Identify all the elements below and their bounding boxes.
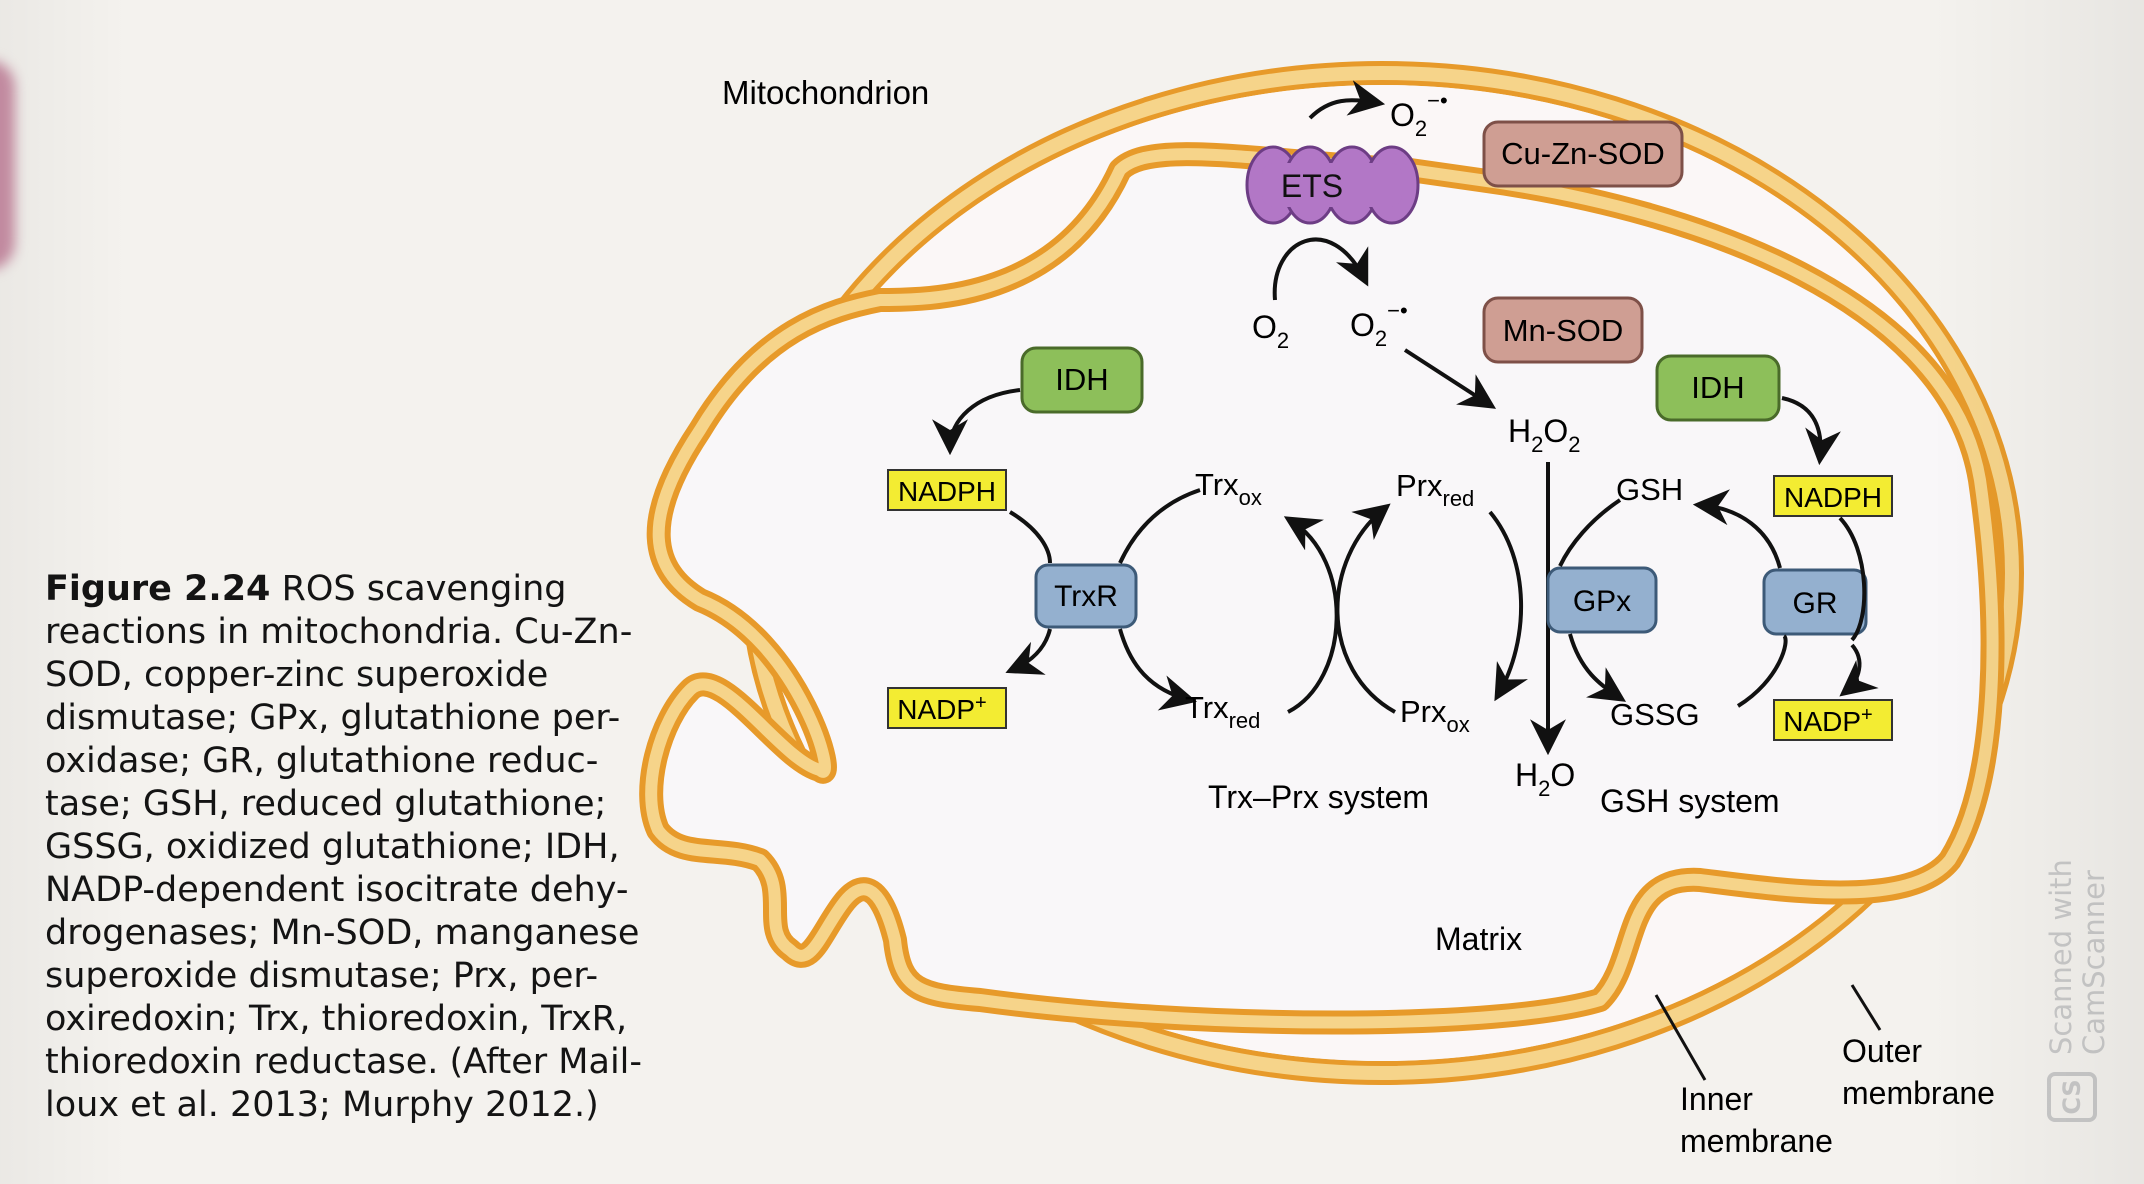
nadph-right-label: NADPH xyxy=(1784,482,1882,513)
idh-left-label: IDH xyxy=(1055,362,1108,397)
matrix-label: Matrix xyxy=(1435,921,1522,957)
watermark-text: Scanned with CamScanner xyxy=(2044,859,2111,1055)
oxygen: O2 xyxy=(1252,309,1289,353)
mn-sod-box: Mn-SOD xyxy=(1482,296,1644,364)
nadph-left-box: NADPH xyxy=(887,469,1007,511)
gpx-label: GPx xyxy=(1573,585,1631,618)
gsh-system-label: GSH system xyxy=(1600,783,1780,819)
prx-ox: Prxox xyxy=(1400,694,1470,737)
mitochondrion-label: Mitochondrion xyxy=(722,74,929,111)
superoxide-outer: O2−• xyxy=(1390,88,1448,141)
nadph-left-label: NADPH xyxy=(898,476,996,507)
trx-red: Trxred xyxy=(1185,690,1260,733)
gr-box: GR xyxy=(1762,568,1868,636)
camscanner-logo-icon: CS xyxy=(2047,1072,2097,1122)
nadp-right-box: NADP+ xyxy=(1773,699,1893,741)
cu-zn-sod-label: Cu-Zn-SOD xyxy=(1501,136,1665,171)
trxr-box: TrxR xyxy=(1034,563,1138,629)
hydrogen-peroxide: H2O2 xyxy=(1508,413,1581,457)
gpx-box: GPx xyxy=(1546,566,1658,634)
figure-label: Figure 2.24 xyxy=(45,569,271,609)
water: H2O xyxy=(1515,757,1575,801)
outer-membrane-label: Outer membrane xyxy=(1842,1033,1995,1111)
nadph-right-box: NADPH xyxy=(1773,475,1893,517)
camscanner-watermark: Scanned with CamScanner CS xyxy=(2044,840,2135,1150)
cu-zn-sod-box: Cu-Zn-SOD xyxy=(1482,120,1684,188)
nadp-left-box: NADP+ xyxy=(887,687,1007,729)
mn-sod-label: Mn-SOD xyxy=(1503,313,1624,348)
prx-red: Prxred xyxy=(1396,468,1474,511)
gsh: GSH xyxy=(1616,472,1683,507)
trx-prx-system-label: Trx–Prx system xyxy=(1208,779,1429,815)
gssg: GSSG xyxy=(1610,697,1700,732)
trxr-label: TrxR xyxy=(1054,580,1118,613)
ets-complex: ETS xyxy=(1245,145,1420,225)
idh-right-label: IDH xyxy=(1691,370,1744,405)
gr-label: GR xyxy=(1793,587,1838,620)
idh-right-box: IDH xyxy=(1655,354,1781,422)
nadp-left-label: NADP+ xyxy=(897,692,986,725)
finger-shadow xyxy=(0,60,15,270)
superoxide-inner: O2−• xyxy=(1350,298,1408,351)
ets-label: ETS xyxy=(1281,168,1343,204)
figure-caption: Figure 2.24 ROS scavenging reactions in … xyxy=(45,568,645,1127)
caption-text: ROS scavenging reactions in mitochondria… xyxy=(45,569,643,1125)
inner-membrane-label: Inner membrane xyxy=(1680,1081,1833,1159)
idh-left-box: IDH xyxy=(1020,346,1144,414)
nadp-right-label: NADP+ xyxy=(1783,704,1872,737)
trx-ox: Trxox xyxy=(1195,467,1262,510)
